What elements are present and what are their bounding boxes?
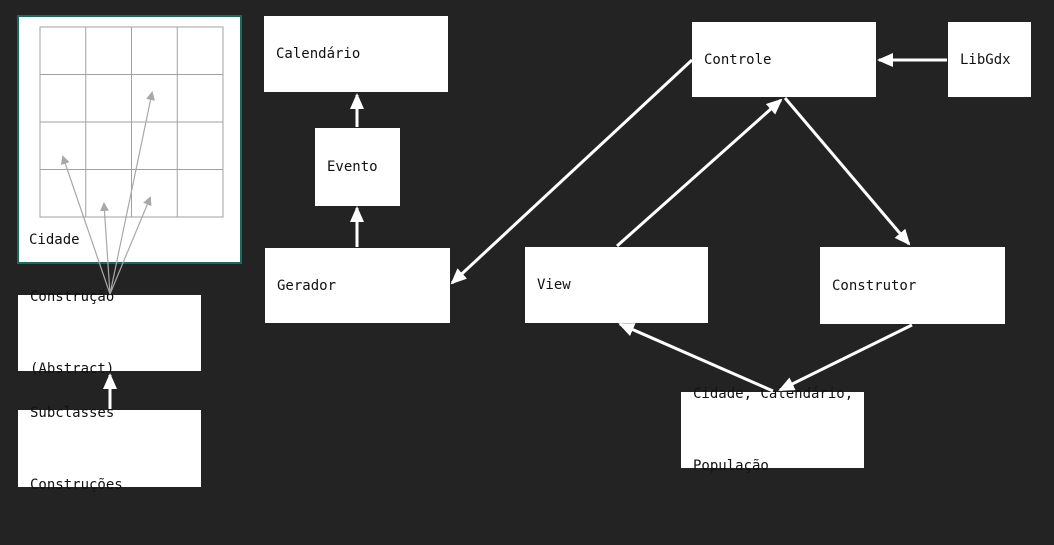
subclasses-label-2: Construções — [30, 476, 123, 493]
construcao-to-cidade-arrow — [99, 202, 111, 295]
dados-label-2: População — [693, 458, 769, 474]
construcao-label: Construção — [30, 289, 115, 305]
subclasses-label-1: Subclasses — [30, 404, 115, 421]
dados-node: Cidade, Calendário, População — [681, 386, 864, 474]
cidade-label: Cidade — [29, 232, 80, 248]
view-to-controle-arrow — [616, 98, 783, 248]
construtor-node: Construtor — [820, 247, 1005, 324]
dados-to-view-arrow — [618, 322, 774, 393]
construtor-to-dados-arrow — [778, 323, 913, 392]
cidade-grid — [39, 26, 224, 218]
controle-label: Controle — [704, 51, 772, 68]
libgdx-label: LibGdx — [960, 51, 1011, 68]
construcao-to-cidade-arrow — [109, 196, 152, 295]
evento-node: Evento — [315, 128, 400, 206]
libgdx-node: LibGdx — [948, 22, 1031, 97]
subclasses-node: Subclasses Construções — [18, 405, 201, 493]
controle-to-construtor-arrow — [783, 97, 911, 246]
view-label: View — [537, 277, 571, 293]
gerador-label: Gerador — [277, 277, 337, 294]
controle-to-gerador-arrow — [450, 58, 694, 285]
construcao-sublabel: (Abstract) — [30, 361, 115, 377]
gerador-node: Gerador — [265, 248, 450, 323]
evento-label: Evento — [327, 159, 378, 175]
cidade-node: Cidade — [17, 15, 242, 264]
calendario-label: Calendário — [276, 46, 361, 62]
edges-layer — [61, 53, 947, 409]
controle-node: Controle — [692, 22, 876, 97]
calendario-node: Calendário — [264, 16, 448, 92]
construcao-to-cidade-arrow — [109, 91, 155, 295]
construtor-label: Construtor — [832, 277, 917, 294]
construcao-to-cidade-arrow — [61, 155, 111, 295]
view-node: View — [525, 247, 708, 323]
construcao-node: Construção (Abstract) — [18, 289, 201, 377]
